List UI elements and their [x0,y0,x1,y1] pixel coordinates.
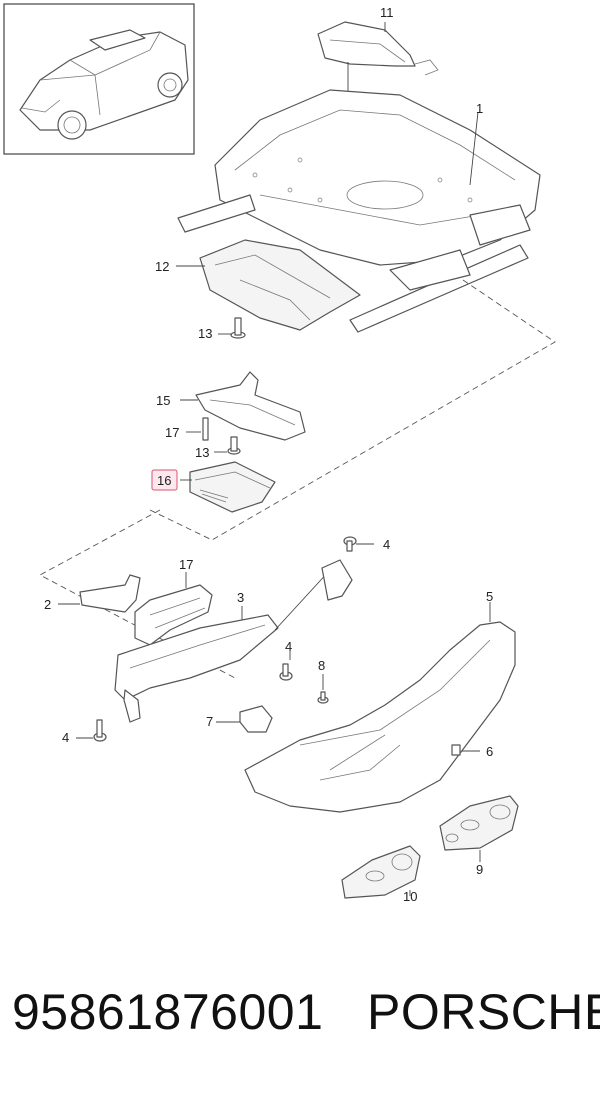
part-1-seat-frame [177,89,541,333]
callout-7: 7 [206,714,213,729]
callout-12: 12 [155,259,169,274]
callout-15: 15 [156,393,170,408]
part-6-nut [451,744,480,756]
part-5-side-trim [244,602,516,813]
callout-6: 6 [486,744,493,759]
callout-2: 2 [44,597,51,612]
callout-13-upper: 13 [198,326,212,341]
part-4-screw-mid [279,650,293,681]
part-9-switch [439,795,519,862]
part-13-screw-lower [214,436,241,455]
brand-name: PORSCHE [367,984,600,1040]
part-8-screw [317,674,329,704]
callout-17-lower: 17 [179,557,193,572]
part-10-switch [341,845,421,899]
vehicle-thumbnail [3,3,195,155]
part-17-pin-upper [186,417,209,441]
part-number: 95861876001 [12,984,324,1040]
callout-17-upper: 17 [165,425,179,440]
part-4-screw-bottom [76,719,107,742]
part-7-clip [216,705,273,733]
callout-9: 9 [476,862,483,877]
part-4-screw-top [343,536,374,552]
callout-11: 11 [380,5,394,20]
part-12-tray [176,239,361,331]
part-2-bracket [58,574,141,613]
callout-16-highlight [151,469,178,491]
part-13-screw-upper [218,317,246,339]
callout-10: 10 [403,889,417,904]
callout-3: 3 [237,590,244,605]
part-16-control-unit [180,461,276,513]
callout-5: 5 [486,589,493,604]
callout-16: 16 [157,473,171,488]
part-17-cover [134,572,213,646]
callout-13-lower: 13 [195,445,209,460]
callout-4-top: 4 [383,537,390,552]
callout-1: 1 [476,101,483,116]
part-15-bracket [180,371,306,441]
callout-4-bottom: 4 [62,730,69,745]
callout-8: 8 [318,658,325,673]
part-3-linkage [114,559,353,723]
assembly-line-upper [149,279,556,541]
callout-4-mid: 4 [285,639,292,654]
